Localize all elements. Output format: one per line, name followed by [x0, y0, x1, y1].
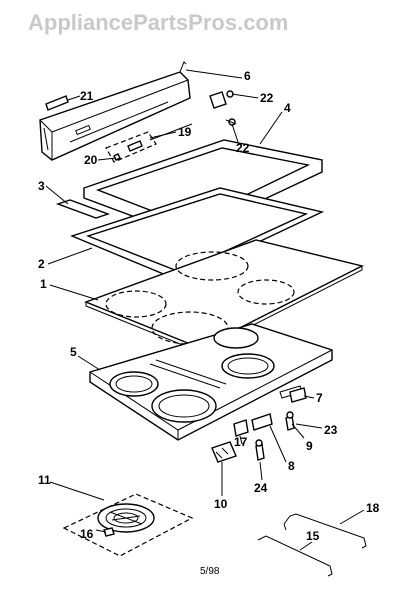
- part-2-gasket: [69, 187, 325, 281]
- callout-22-upper: 22: [260, 91, 274, 105]
- callout-2: 2: [38, 257, 45, 271]
- part-10-terminal-block: [211, 441, 237, 463]
- callout-15: 15: [306, 529, 320, 543]
- part-19-20-switch-assembly: [105, 123, 193, 163]
- part-17-bracket: [233, 419, 249, 437]
- part-4-frame: [83, 139, 323, 237]
- part-11-16-surface-element: [62, 493, 194, 557]
- callout-8: 8: [288, 459, 295, 473]
- callout-9: 9: [306, 439, 313, 453]
- callout-5: 5: [70, 345, 77, 359]
- part-8-bracket: [251, 413, 273, 431]
- callout-4: 4: [284, 101, 291, 115]
- callout-21: 21: [80, 89, 94, 103]
- callout-7: 7: [316, 391, 323, 405]
- callout-labels: 6 21 22 4 19 22 20 3 2 1 5 7 23 9 8 17 2…: [38, 69, 380, 543]
- leader-lines: [45, 69, 365, 551]
- part-24-screw: [255, 439, 265, 461]
- callout-20: 20: [84, 153, 98, 167]
- part-15-wire: [257, 535, 333, 577]
- part-22-screws: [209, 90, 237, 126]
- callout-1: 1: [40, 277, 47, 291]
- callout-16: 16: [80, 527, 94, 541]
- watermark-text: AppliancePartsPros.com: [28, 10, 288, 35]
- callout-22-lower: 22: [236, 141, 250, 155]
- part-6-backguard: [39, 61, 191, 161]
- part-21-nameplate: [45, 95, 69, 111]
- callout-3: 3: [38, 179, 45, 193]
- callout-18: 18: [366, 501, 380, 515]
- callout-6: 6: [244, 69, 251, 83]
- part-9-23-screw: [285, 411, 295, 431]
- part-3-trim: [55, 199, 111, 219]
- callout-23: 23: [324, 423, 338, 437]
- part-18-wire: [283, 513, 367, 549]
- part-7-clip: [289, 387, 307, 403]
- callout-19: 19: [178, 125, 192, 139]
- callout-11: 11: [38, 473, 51, 487]
- part-5-burner-box: [89, 323, 333, 441]
- callout-24: 24: [254, 481, 268, 495]
- date-code: 5/98: [200, 566, 220, 577]
- callout-10: 10: [214, 497, 228, 511]
- callout-17: 17: [234, 435, 248, 449]
